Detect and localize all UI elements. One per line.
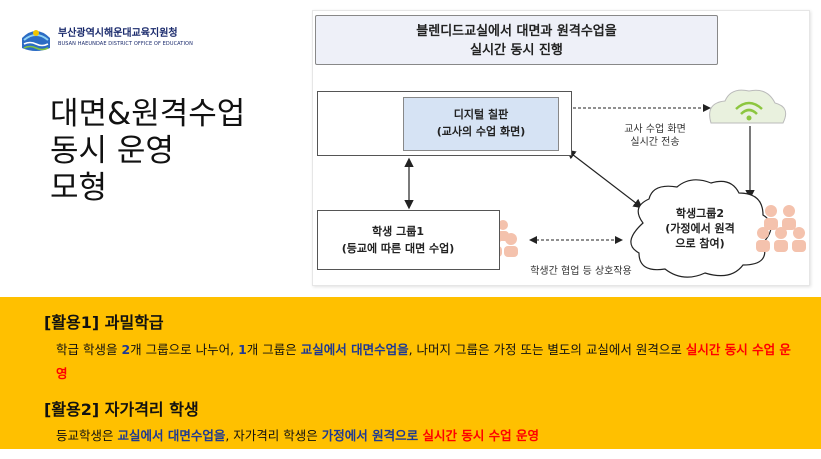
logo: 부산광역시해운대교육지원청 BUSAN HAEUNDAE DISTRICT OF… — [18, 22, 193, 54]
student-group1-box: 학생 그룹1 (등교에 따른 대면 수업) — [317, 210, 500, 270]
usage1-text-h: 가정 또는 별도의 교실에서 원격으로 — [493, 342, 686, 357]
usage1-text-g: , 나머지 그룹은 — [408, 342, 494, 357]
usage1-text: 학급 학생을 2개 그룹으로 나누어, 1개 그룹은 교실에서 대면수업을, 나… — [56, 338, 801, 386]
title-line-2: 동시 운영 — [50, 133, 174, 169]
teacher-to-group2-arrow — [566, 149, 643, 209]
internet-cloud-icon — [709, 89, 787, 124]
diagram-banner: 블렌디드교실에서 대면과 원격수업을 실시간 동시 진행 — [315, 15, 718, 65]
board-line-1: 디지털 칠판 — [453, 108, 509, 121]
education-office-emblem-icon — [22, 30, 50, 51]
group2-line-2: (가정에서 원격 — [665, 222, 735, 235]
logo-name-english: BUSAN HAEUNDAE DISTRICT OFFICE OF EDUCAT… — [58, 41, 193, 47]
stream-label-line-1: 교사 수업 화면 — [624, 124, 686, 135]
usage2-text-c: , 자가격리 학생은 — [225, 428, 322, 443]
students-group2-icon — [756, 205, 806, 252]
usage2-text-e: 실시간 동시 수업 운영 — [422, 428, 540, 443]
usage1-text-c: 개 그룹으로 나누어, — [130, 342, 239, 357]
usage2-heading: [활용2] 자가격리 학생 — [44, 400, 199, 419]
usage1-text-i: 실시간 동시 수업 운영 — [56, 342, 791, 381]
usage2-text: 등교학생은 교실에서 대면수업을, 자가격리 학생은 가정에서 원격으로 실시간… — [56, 425, 539, 444]
banner-line-2: 실시간 동시 진행 — [470, 43, 563, 58]
usage1-heading: [활용1] 과밀학급 — [44, 313, 164, 332]
usage2-text-a: 등교학생은 — [56, 428, 118, 443]
interaction-label: 학생간 협업 등 상호작용 — [530, 266, 632, 277]
group1-line-2: (등교에 따른 대면 수업) — [341, 242, 455, 255]
board-line-2: (교사의 수업 화면) — [436, 125, 526, 138]
usage1-text-f: 교실에서 대면수업을 — [300, 342, 409, 357]
page-title: 대면&원격수업 동시 운영 모형 — [50, 96, 245, 207]
blended-class-diagram: 블렌디드교실에서 대면과 원격수업을 실시간 동시 진행 디지털 칠판 (교사의… — [312, 10, 810, 286]
usage-band — [10, 297, 821, 449]
student-group2-label: 학생그룹2 (가정에서 원격 으로 참여) — [635, 206, 765, 251]
stream-label: 교사 수업 화면 실시간 전송 — [595, 123, 715, 149]
usage2-text-d: 가정에서 원격으로 — [321, 428, 423, 443]
group2-line-1: 학생그룹2 — [675, 207, 725, 220]
group2-line-3: 으로 참여) — [675, 237, 725, 250]
usage1-text-b: 2 — [121, 342, 131, 357]
usage1-text-e: 개 그룹은 — [246, 342, 301, 357]
banner-line-1: 블렌디드교실에서 대면과 원격수업을 — [416, 24, 617, 39]
title-line-1: 대면&원격수업 — [50, 96, 246, 132]
logo-name-korean: 부산광역시해운대교육지원청 — [58, 28, 178, 39]
group1-line-1: 학생 그룹1 — [372, 225, 424, 238]
digital-board: 디지털 칠판 (교사의 수업 화면) — [403, 97, 559, 151]
usage1-text-a: 학급 학생을 — [56, 342, 122, 357]
usage1-text-d: 1 — [238, 342, 247, 357]
stream-label-line-2: 실시간 전송 — [630, 137, 680, 148]
usage2-text-b: 교실에서 대면수업을 — [117, 428, 226, 443]
title-line-3: 모형 — [50, 170, 108, 206]
band-left-bar — [0, 297, 10, 449]
